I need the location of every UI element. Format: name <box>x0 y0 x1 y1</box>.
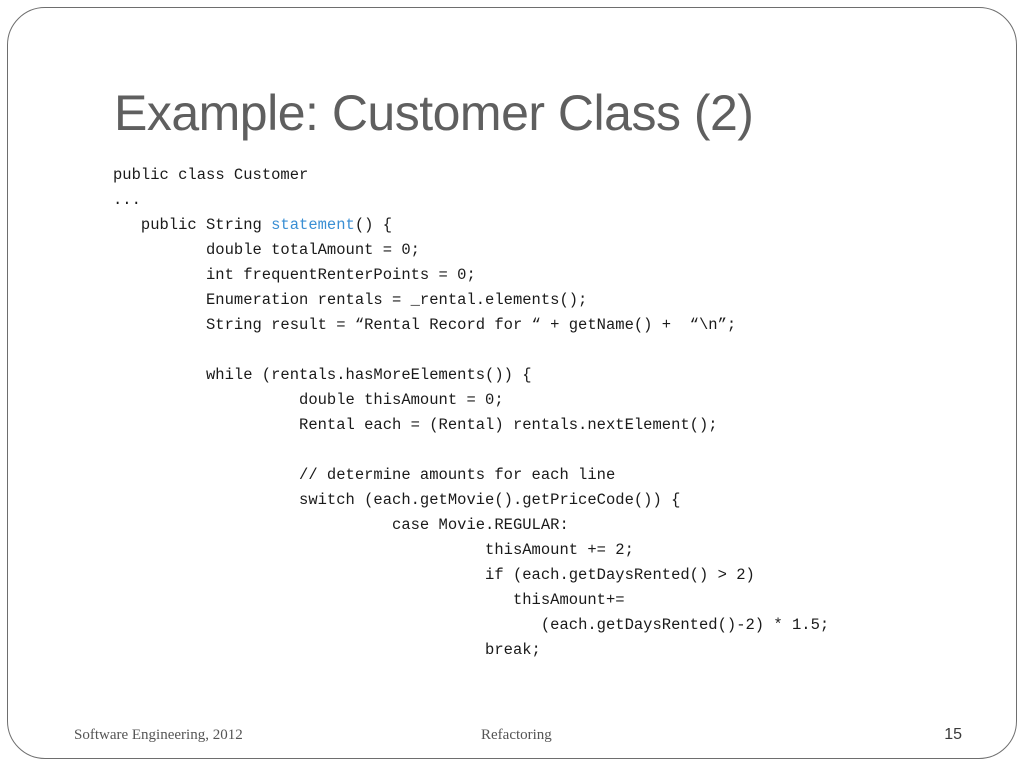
code-line: thisAmount += 2; <box>113 538 829 563</box>
code-text: ... <box>113 191 141 209</box>
footer-topic: Refactoring <box>481 727 552 743</box>
code-line: int frequentRenterPoints = 0; <box>113 263 829 288</box>
code-text: // determine amounts for each line <box>299 466 616 484</box>
code-line: case Movie.REGULAR: <box>113 513 829 538</box>
code-text: public class Customer <box>113 166 309 184</box>
code-text: case Movie.REGULAR: <box>392 516 569 534</box>
code-line: if (each.getDaysRented() > 2) <box>113 563 829 588</box>
code-line: (each.getDaysRented()-2) * 1.5; <box>113 613 829 638</box>
code-text: () { <box>354 216 393 234</box>
code-text: Rental each = (Rental) rentals.nextEleme… <box>299 416 718 434</box>
page-number: 15 <box>944 726 962 743</box>
code-line: double totalAmount = 0; <box>113 238 829 263</box>
code-line: double thisAmount = 0; <box>113 388 829 413</box>
code-text: public String <box>140 216 272 234</box>
code-line: ... <box>113 188 829 213</box>
code-line: while (rentals.hasMoreElements()) { <box>113 363 829 388</box>
code-text: if (each.getDaysRented() > 2) <box>485 566 755 584</box>
code-line: switch (each.getMovie().getPriceCode()) … <box>113 488 829 513</box>
code-text: String result = “Rental Record for “ + g… <box>206 316 737 334</box>
code-text: (each.getDaysRented()-2) * 1.5; <box>540 616 830 634</box>
code-text: double totalAmount = 0; <box>206 241 420 259</box>
code-method-name: statement <box>271 216 355 234</box>
code-text: thisAmount+= <box>512 591 625 609</box>
slide-frame <box>7 7 1017 759</box>
code-line: break; <box>113 638 829 663</box>
code-block: public class Customer... public String st… <box>113 163 829 663</box>
code-text: while (rentals.hasMoreElements()) { <box>206 366 532 384</box>
code-text: break; <box>485 641 541 659</box>
code-text: double thisAmount = 0; <box>299 391 504 409</box>
code-line: // determine amounts for each line <box>113 463 829 488</box>
code-text: Enumeration rentals = _rental.elements()… <box>206 291 588 309</box>
code-line: thisAmount+= <box>113 588 829 613</box>
code-line: Enumeration rentals = _rental.elements()… <box>113 288 829 313</box>
code-line: public String statement() { <box>113 213 829 238</box>
code-line: String result = “Rental Record for “ + g… <box>113 313 829 338</box>
code-text: switch (each.getMovie().getPriceCode()) … <box>299 491 681 509</box>
code-text: thisAmount += 2; <box>485 541 634 559</box>
footer-course: Software Engineering, 2012 <box>74 727 243 743</box>
code-line <box>113 438 829 463</box>
code-line: Rental each = (Rental) rentals.nextEleme… <box>113 413 829 438</box>
slide-title: Example: Customer Class (2) <box>114 85 754 141</box>
code-line: public class Customer <box>113 163 829 188</box>
code-text: int frequentRenterPoints = 0; <box>206 266 476 284</box>
code-line <box>113 338 829 363</box>
